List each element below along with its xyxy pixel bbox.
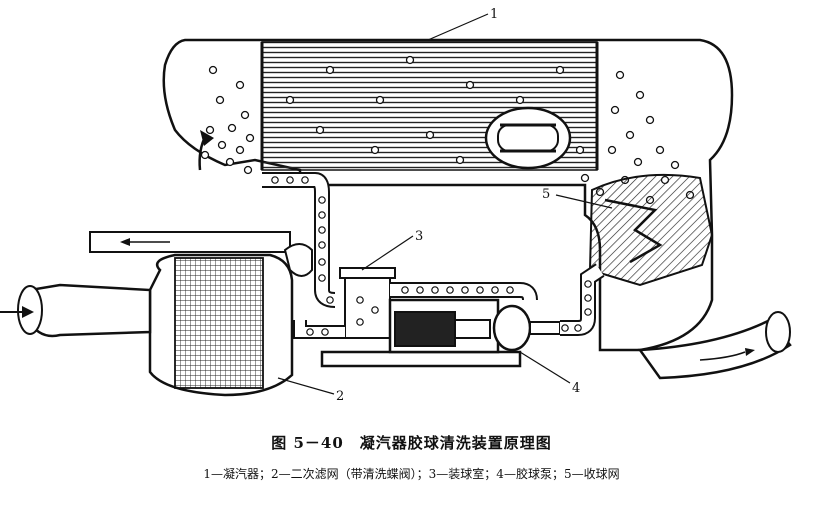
figure-caption-legend: 1—凝汽器；2—二次滤网（带清洗蝶阀）；3—装球室；4—胶球泵；5—收球网 xyxy=(203,467,620,481)
diagram-figure: 1 2 3 4 5 xyxy=(0,7,792,404)
label-2: 2 xyxy=(336,389,344,404)
ball-pump xyxy=(320,298,561,368)
figure-caption-title: 图 5－40 凝汽器胶球清洗装置原理图 xyxy=(271,434,552,452)
rubber-balls-in-pipes xyxy=(271,176,592,336)
inlet-water-box xyxy=(17,231,294,397)
outlet-pipe xyxy=(637,311,792,380)
label-4: 4 xyxy=(572,381,580,396)
label-3: 3 xyxy=(415,229,423,244)
label-1: 1 xyxy=(490,7,498,22)
ball-loading-chamber xyxy=(293,267,396,339)
label-5: 5 xyxy=(542,187,550,202)
leader-lines xyxy=(277,13,613,395)
air-cooler-section xyxy=(484,106,572,170)
ball-collecting-net xyxy=(588,173,714,287)
